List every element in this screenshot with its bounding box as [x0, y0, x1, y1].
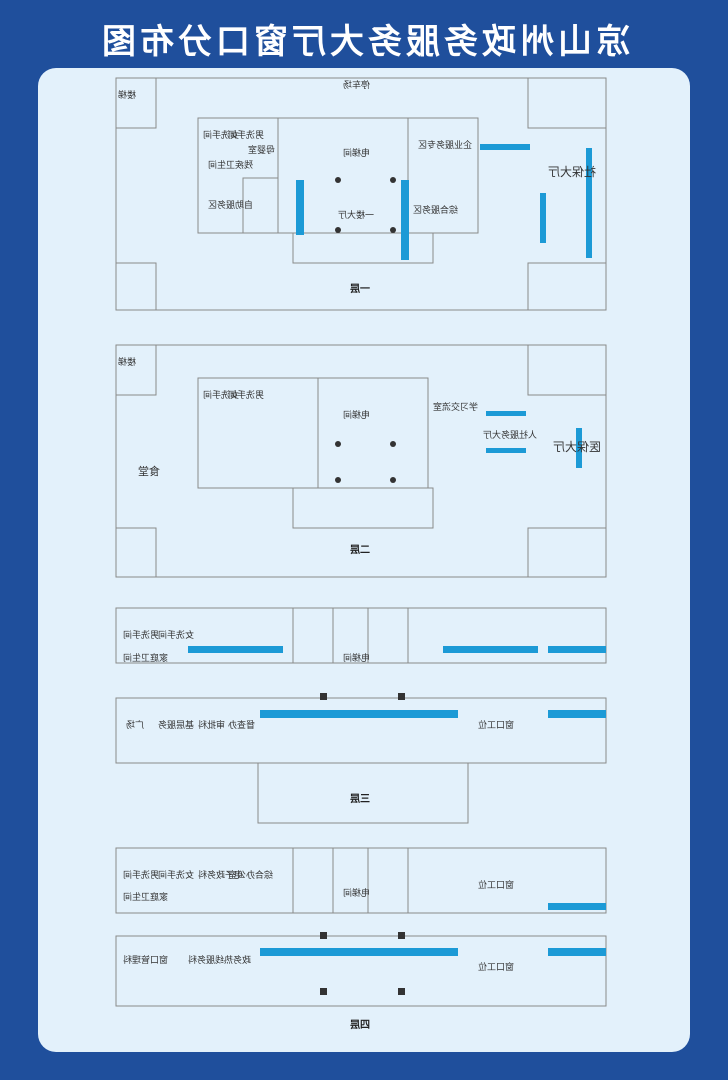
f3-label: 男洗手间	[123, 631, 160, 641]
f4-label: 男洗手间	[123, 871, 160, 881]
f3-label: 督查办	[228, 721, 256, 731]
floor4-top	[115, 847, 607, 914]
f4-window-bar	[548, 948, 606, 956]
f4-label: 政务热线服务科	[188, 956, 252, 966]
f2-label: 楼梯	[118, 358, 137, 368]
f4-label: 电梯间	[343, 889, 371, 899]
f4-label: 女洗手间	[158, 871, 195, 881]
f1-window-bar	[401, 180, 409, 260]
f1-label: 男洗手间	[228, 131, 265, 141]
f1-window-bar	[586, 148, 592, 258]
f4-label: 家庭卫生间	[123, 893, 169, 903]
f2-label: 电梯间	[343, 411, 371, 421]
f1-label: 自助服务区	[208, 201, 254, 211]
page-title: 凉山州政务服务大厅窗口分布图	[98, 22, 630, 62]
f1-label: 楼梯	[118, 91, 137, 101]
f1-label: 企业服务专区	[418, 141, 473, 151]
f1-window-bar	[296, 180, 304, 235]
floor4-bottom	[115, 935, 607, 1007]
f2-label: 人社服务大厅	[483, 431, 538, 441]
f1-label: 综合服务区	[413, 206, 459, 216]
f3-label: 审批科	[198, 721, 226, 731]
f1-label: 电梯间	[343, 149, 371, 159]
f1-label: 社保大厅	[548, 165, 597, 179]
f2-label: 男洗手间	[228, 391, 265, 401]
f4-label: 窗口工位	[478, 963, 515, 973]
f4-label: 窗口管理科	[123, 956, 169, 966]
f2-label: 食堂	[138, 465, 160, 478]
floor3-title: 三层	[350, 794, 370, 805]
f3-label: 窗口工位	[478, 721, 515, 731]
floor1-outline	[115, 77, 607, 311]
f1-label: 一楼大厅	[338, 211, 375, 221]
floor1-title: 一层	[350, 284, 370, 295]
f3-window-bar	[260, 710, 458, 718]
f3-window-bar	[188, 646, 283, 653]
f1-label: 停车场	[343, 81, 371, 91]
floor2-outline	[115, 344, 607, 578]
f2-label: 医保大厅	[553, 440, 602, 454]
f3-label: 广场	[126, 721, 145, 731]
f3-window-bar	[443, 646, 538, 653]
floor3-top	[115, 607, 607, 664]
f4-label: 窗口工位	[478, 881, 515, 891]
f2-window-bar	[486, 411, 526, 416]
floor2-title: 二层	[350, 545, 370, 556]
f3-label: 女洗手间	[158, 631, 195, 641]
f4-window-bar	[260, 948, 458, 956]
floor4-title: 四层	[350, 1020, 370, 1031]
floor-plan-board: 停车场 电梯间 一楼大厅 企业服务专区 社保大厅 自助服务区 综合服务区 女洗手…	[38, 68, 690, 1052]
f3-window-bar	[548, 646, 606, 653]
f1-label: 母婴室	[248, 146, 276, 156]
f1-label: 残疾卫生间	[208, 161, 254, 171]
f3-window-bar	[548, 710, 606, 718]
f2-window-bar	[486, 448, 526, 453]
f3-label: 家庭卫生间	[123, 654, 169, 664]
f4-label: 综合办公室	[228, 871, 274, 881]
f4-window-bar	[548, 903, 606, 910]
f1-window-bar	[540, 193, 546, 243]
f3-label: 电梯间	[343, 654, 371, 664]
f2-window-bar	[576, 428, 582, 468]
f2-label: 学习交流室	[433, 403, 479, 413]
f3-label: 基层服务	[158, 721, 195, 731]
floor-plan-drawing	[115, 77, 607, 1007]
f1-window-bar	[480, 144, 530, 150]
